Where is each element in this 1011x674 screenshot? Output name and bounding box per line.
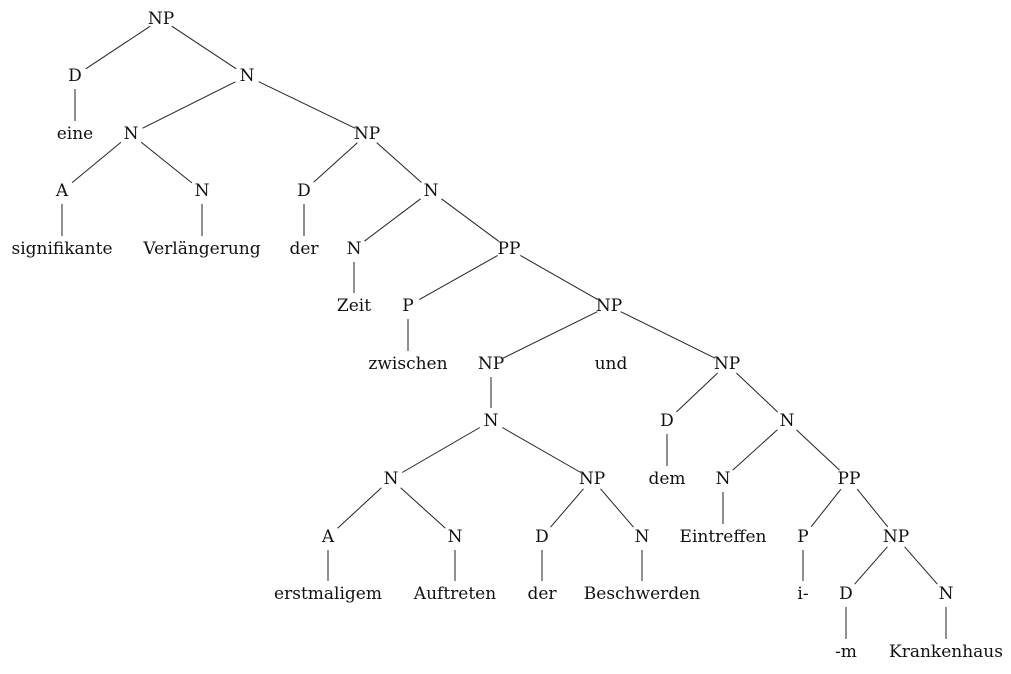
tree-edge-n5-n9 [376,142,422,183]
tree-node-n44: -m [835,642,857,662]
tree-node-n23: D [660,411,674,431]
tree-node-n19: NP [478,354,504,374]
tree-node-n33: N [635,527,650,547]
tree-edge-n0-n2 [171,25,237,70]
tree-edge-n26-n32 [550,488,584,528]
tree-node-n42: D [839,584,853,604]
tree-edge-n14-n17 [520,254,598,301]
tree-edge-n24-n29 [796,429,840,471]
tree-edge-n17-n19 [502,311,598,359]
tree-edge-n4-n7 [140,141,193,184]
tree-edge-n25-n30 [337,487,382,529]
tree-edge-n24-n28 [732,429,778,471]
tree-node-n39: der [527,584,557,604]
tree-node-n36: NP [883,527,909,547]
tree-node-n45: Krankenhaus [889,642,1003,662]
tree-node-n0: NP [148,9,174,29]
tree-edge-n22-n26 [502,427,581,473]
tree-node-n8: D [297,181,311,201]
tree-node-n35: P [797,527,808,547]
tree-node-n40: Beschwerden [584,584,700,604]
tree-node-n38: Auftreten [413,584,496,604]
tree-node-n7: N [195,181,210,201]
tree-node-n1: D [68,66,82,86]
tree-edge-n29-n35 [810,488,842,528]
tree-edge-n21-n23 [676,372,718,413]
tree-edge-n5-n8 [313,142,358,183]
tree-edge-n2-n5 [258,81,356,129]
tree-edge-n21-n24 [736,372,778,413]
tree-edge-n9-n13 [364,198,421,242]
tree-node-n27: dem [648,469,685,489]
tree-node-n9: N [424,181,439,201]
tree-edge-n26-n33 [600,488,634,528]
tree-node-n32: D [535,527,549,547]
tree-node-n34: Eintreffen [680,527,767,547]
tree-edges [61,25,947,639]
tree-node-n13: N [347,239,362,259]
tree-node-n43: N [939,584,954,604]
tree-node-n14: PP [498,239,521,259]
tree-node-n5: NP [354,124,380,144]
tree-node-n24: N [780,411,795,431]
tree-node-n30: A [321,527,335,547]
tree-node-n15: Zeit [337,296,371,316]
tree-node-n26: NP [579,469,605,489]
tree-node-n22: N [484,411,499,431]
tree-edge-n17-n21 [620,311,716,359]
tree-node-n25: N [384,469,399,489]
tree-edge-n25-n31 [400,487,446,529]
tree-node-n29: PP [838,469,861,489]
tree-node-n3: eine [57,124,94,144]
tree-edge-n2-n4 [142,81,236,129]
tree-node-n4: N [124,124,139,144]
tree-edge-n22-n25 [401,427,481,473]
tree-node-n11: Verlängerung [142,239,260,259]
tree-edge-n4-n6 [71,141,122,184]
tree-edge-n0-n1 [85,25,151,70]
tree-node-n17: NP [596,296,622,316]
tree-node-n16: P [402,296,413,316]
tree-edge-n14-n16 [419,254,498,301]
tree-edge-n36-n43 [904,546,938,585]
tree-node-n6: A [55,181,69,201]
tree-edge-n29-n36 [856,488,889,528]
tree-node-n10: signifikante [11,239,112,259]
tree-node-n31: N [448,527,463,547]
tree-edge-n36-n42 [854,546,888,585]
tree-node-n28: N [716,469,731,489]
tree-node-n21: NP [714,354,740,374]
tree-node-n20: und [595,354,628,374]
tree-node-n37: erstmaligem [274,584,382,604]
tree-edge-n9-n14 [441,198,499,242]
tree-node-n41: i- [797,584,808,604]
tree-node-n18: zwischen [368,354,447,374]
tree-node-n2: N [240,66,255,86]
tree-node-n12: der [289,239,319,259]
